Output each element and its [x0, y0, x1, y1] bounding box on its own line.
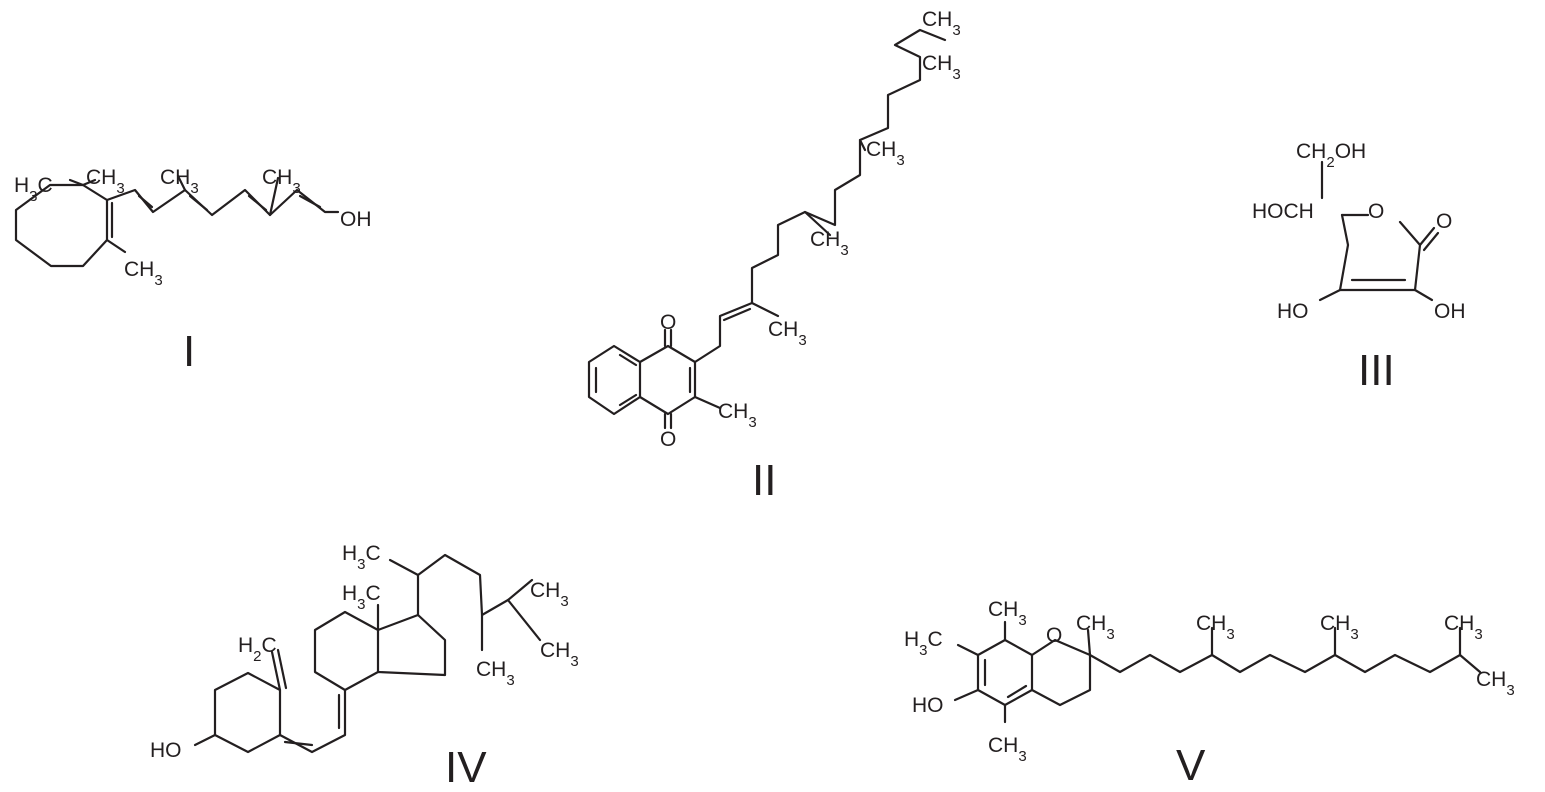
structure-i-bonds [14, 174, 340, 268]
structure-iii-numeral: III [1358, 346, 1395, 395]
structure-iii-bonds [1318, 160, 1440, 302]
ch3-label: CH3 [1196, 612, 1235, 643]
ch2oh-label: CH2OH [1296, 140, 1366, 171]
ch3-label: CH3 [1076, 612, 1115, 643]
ch3-label: CH3 [540, 639, 579, 670]
ring-oxygen-label: O [1368, 200, 1384, 223]
structure-ii-labels: CH3 CH3 CH3 CH3 CH3 CH3 O O [660, 8, 961, 451]
ch3-label: CH3 [476, 658, 515, 689]
structure-v: CH3 H3C O CH3 CH3 CH3 CH3 CH3 HO CH3 V [904, 598, 1515, 790]
oxygen-label: O [660, 311, 676, 334]
structure-v-labels: CH3 H3C O CH3 CH3 CH3 CH3 CH3 HO CH3 [904, 598, 1515, 765]
ch3-label: CH3 [988, 598, 1027, 629]
ch3-label: CH3 [1444, 612, 1483, 643]
structure-v-numeral: V [1176, 741, 1206, 790]
structure-i: H3C CH3 CH3 CH3 CH3 OH I [14, 166, 372, 376]
oxygen-label: O [660, 428, 676, 451]
ch3-label: CH3 [810, 228, 849, 259]
ch3-label: CH3 [866, 138, 905, 169]
ch3-label: CH3 [86, 166, 125, 197]
structure-i-numeral: I [183, 327, 195, 376]
ch3-label: CH3 [1476, 668, 1515, 699]
structure-iv-labels: H3C H3C CH3 CH3 H2C CH3 HO [150, 542, 579, 762]
oxygen-label: O [1046, 624, 1062, 647]
ch3-label: CH3 [1320, 612, 1359, 643]
structure-iv-bonds [193, 553, 542, 754]
h3c-label: H3C [342, 582, 381, 613]
ho-label: HO [912, 694, 944, 717]
structure-i-labels: H3C CH3 CH3 CH3 CH3 OH [14, 166, 372, 289]
carbonyl-oxygen-label: O [1436, 210, 1452, 233]
ch3-label: CH3 [768, 318, 807, 349]
ch3-label: CH3 [718, 400, 757, 431]
ch3-label: CH3 [160, 166, 199, 197]
structure-ii-bonds [587, 28, 947, 430]
h3c-label: H3C [14, 174, 53, 205]
ho-label: HO [150, 739, 182, 762]
h2c-label: H2C [238, 634, 277, 665]
ch3-label: CH3 [124, 258, 163, 289]
structure-iii: CH2OH HOCH O O HO OH III [1252, 140, 1466, 395]
structure-iii-labels: CH2OH HOCH O O HO OH [1252, 140, 1466, 323]
oh-label: OH [340, 208, 372, 231]
ho-label: HO [1277, 300, 1309, 323]
h3c-label: H3C [904, 628, 943, 659]
ch3-label: CH3 [262, 166, 301, 197]
structure-v-bonds [953, 620, 1482, 724]
structure-iv-numeral: IV [445, 743, 487, 792]
ch3-label: CH3 [530, 579, 569, 610]
hoch-label: HOCH [1252, 200, 1314, 223]
h3c-label: H3C [342, 542, 381, 573]
structure-iv: H3C H3C CH3 CH3 H2C CH3 HO IV [150, 542, 579, 792]
ch3-label: CH3 [922, 52, 961, 83]
structure-ii-numeral: II [752, 456, 776, 505]
structure-ii: CH3 CH3 CH3 CH3 CH3 CH3 O O II [587, 8, 961, 505]
ch3-label: CH3 [988, 734, 1027, 765]
ch3-label: CH3 [922, 8, 961, 39]
oh-label: OH [1434, 300, 1466, 323]
